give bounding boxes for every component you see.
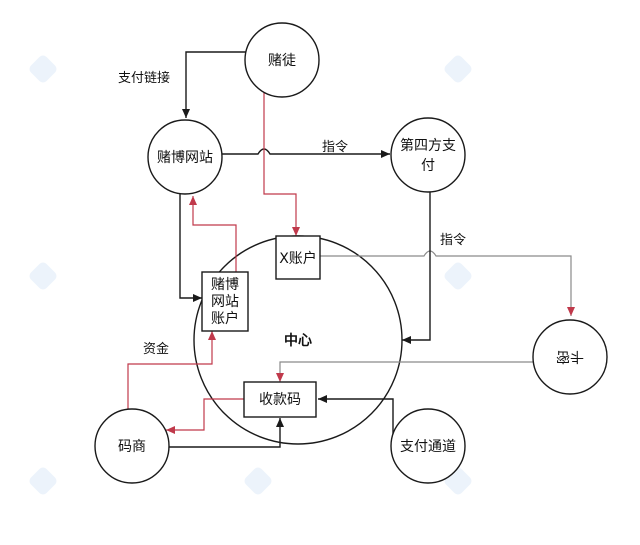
edge-gambler-to-x-account (263, 92, 300, 236)
edge-collection-code-to-merchant (166, 398, 244, 434)
box-collection-code (243, 381, 317, 418)
node-card-dealer-label: 卡密 (556, 348, 584, 365)
edge-label-funds: 资金 (143, 341, 169, 357)
edge-card-to-collection-code (276, 361, 534, 382)
node-payment-channel (390, 408, 466, 484)
edge-site-to-site-account (179, 193, 202, 302)
node-code-merchant (94, 408, 170, 484)
node-fourth-party-label-2: 付 (421, 158, 435, 174)
edge-merchant-to-site-account (127, 331, 216, 412)
edge-label-payment-link: 支付链接 (118, 70, 170, 86)
edge-x-account-to-card (320, 250, 575, 316)
node-gambling-site-label: 赌博网站 (157, 149, 213, 166)
node-fourth-party-label-1: 第四方支 (400, 137, 456, 154)
box-site-account-label-1: 赌博 (211, 276, 239, 293)
edge-site-to-fourth-party (222, 148, 390, 158)
node-gambler-label: 赌徒 (268, 53, 296, 69)
node-gambler (244, 22, 320, 98)
box-collection-code-label: 收款码 (259, 392, 301, 408)
edge-channel-to-collection-code (318, 395, 394, 438)
node-code-merchant-label: 码商 (118, 439, 146, 455)
edge-label-instruction-2: 指令 (440, 233, 466, 248)
edge-fourth-party-to-center (402, 190, 431, 344)
box-site-account-label-3: 账户 (211, 310, 239, 327)
box-x-account-label: X账户 (279, 250, 317, 267)
edge-label-instruction-1: 指令 (322, 140, 348, 155)
center-label: 中心 (284, 332, 312, 349)
box-x-account (275, 235, 321, 280)
node-payment-channel-label: 支付通道 (400, 439, 456, 455)
box-site-account (201, 271, 249, 332)
node-gambling-site (147, 119, 223, 195)
node-card-dealer (532, 319, 608, 395)
edge-site-account-to-site (189, 196, 237, 272)
node-fourth-party-payment (390, 117, 466, 193)
edge-merchant-to-collection-code (168, 418, 284, 448)
box-site-account-label-2: 网站 (211, 294, 239, 310)
edge-gambler-to-site (182, 51, 247, 118)
